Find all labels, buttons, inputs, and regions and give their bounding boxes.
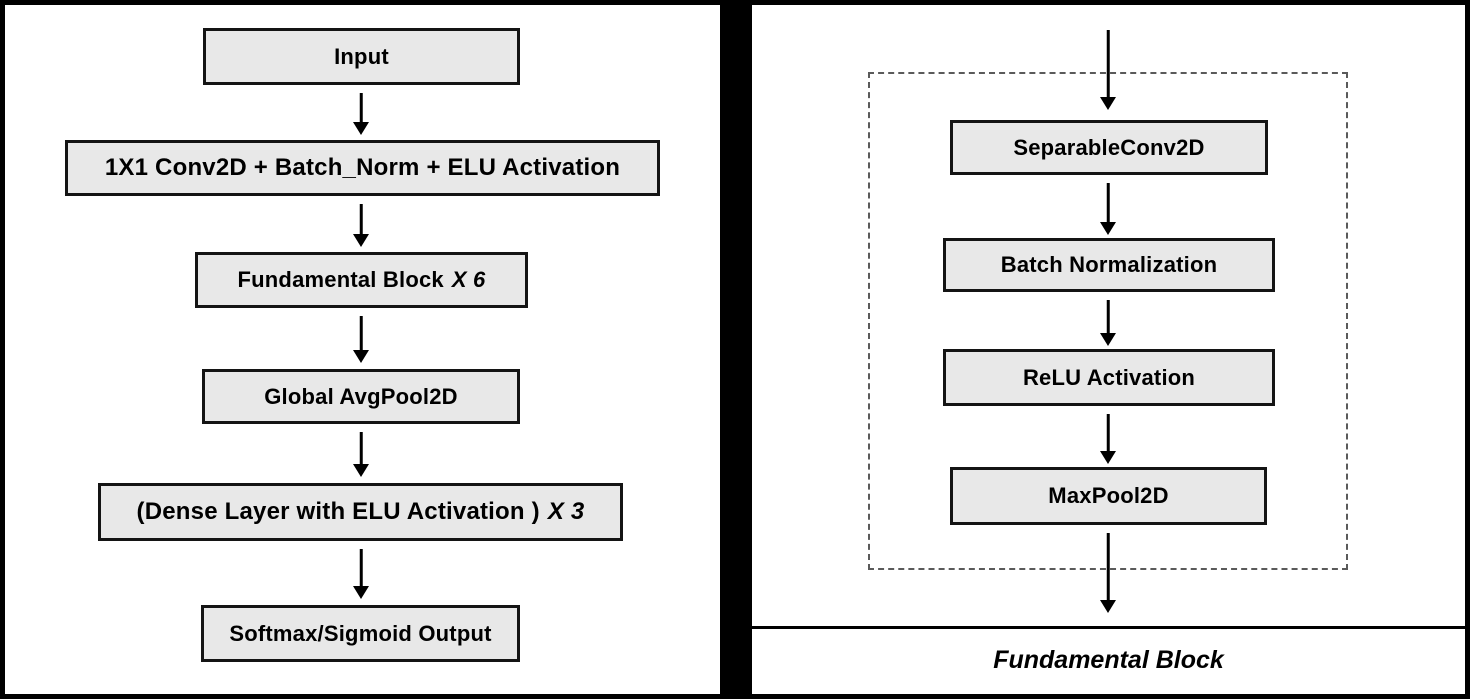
arrow-shaft [1106,414,1110,453]
architecture-panel [5,5,720,694]
arrow-shaft [1106,533,1110,602]
flow-box-relu: ReLU Activation [943,349,1275,406]
arrow-shaft [359,316,363,352]
arrow-head [353,464,369,477]
arrow-head [353,350,369,363]
flow-box-global-avgpool: Global AvgPool2D [202,369,520,424]
arrow-head [353,586,369,599]
flow-box-maxpool: MaxPool2D [950,467,1267,525]
flow-box-fundamental-block: Fundamental Block X 6 [195,252,528,308]
flow-box-dense: (Dense Layer with ELU Activation ) X 3 [98,483,623,541]
flow-box-batch-norm: Batch Normalization [943,238,1275,292]
arrow-head [1100,451,1116,464]
arrow-head [1100,333,1116,346]
flow-box-label: Batch Normalization [1000,252,1218,277]
flow-box-label: 1X1 Conv2D + Batch_Norm + ELU Activation [104,154,621,181]
arrow-shaft [359,204,363,236]
arrow-shaft [1106,30,1110,99]
arrow-shaft [359,432,363,466]
down-arrow [352,204,370,247]
down-arrow [352,93,370,135]
flow-box-conv: 1X1 Conv2D + Batch_Norm + ELU Activation [65,140,660,196]
flow-box-output: Softmax/Sigmoid Output [201,605,520,662]
arrow-shaft [1106,300,1110,335]
down-arrow [1099,183,1117,235]
down-arrow [1099,414,1117,464]
down-arrow [1099,30,1117,110]
flow-box-label: Fundamental Block [237,267,444,292]
arrow-head [353,122,369,135]
arrow-shaft [359,549,363,588]
flow-box-label: ReLU Activation [1022,364,1196,390]
down-arrow [1099,533,1117,613]
caption-divider-line [752,626,1465,629]
arrow-shaft [1106,183,1110,224]
flow-box-label: (Dense Layer with ELU Activation ) [136,498,540,525]
arrow-shaft [359,93,363,124]
flow-box-label: Input [334,43,389,69]
flow-box-multiplier: X 6 [451,267,486,292]
arrow-head [1100,97,1116,110]
flow-box-label: Global AvgPool2D [264,383,458,409]
arrow-head [1100,600,1116,613]
down-arrow [352,432,370,477]
flow-box-label: MaxPool2D [1048,483,1169,508]
fundamental-block-caption: Fundamental Block [993,646,1224,674]
flow-box-separable-conv: SeparableConv2D [950,120,1268,175]
down-arrow [352,316,370,363]
panel-divider-bar [720,0,752,699]
flow-box-input: Input [203,28,520,85]
flow-box-label: SeparableConv2D [1013,134,1205,160]
arrow-head [353,234,369,247]
flow-box-label: Softmax/Sigmoid Output [229,620,492,646]
flow-box-multiplier: X 3 [547,498,585,525]
down-arrow [1099,300,1117,346]
arrow-head [1100,222,1116,235]
down-arrow [352,549,370,599]
